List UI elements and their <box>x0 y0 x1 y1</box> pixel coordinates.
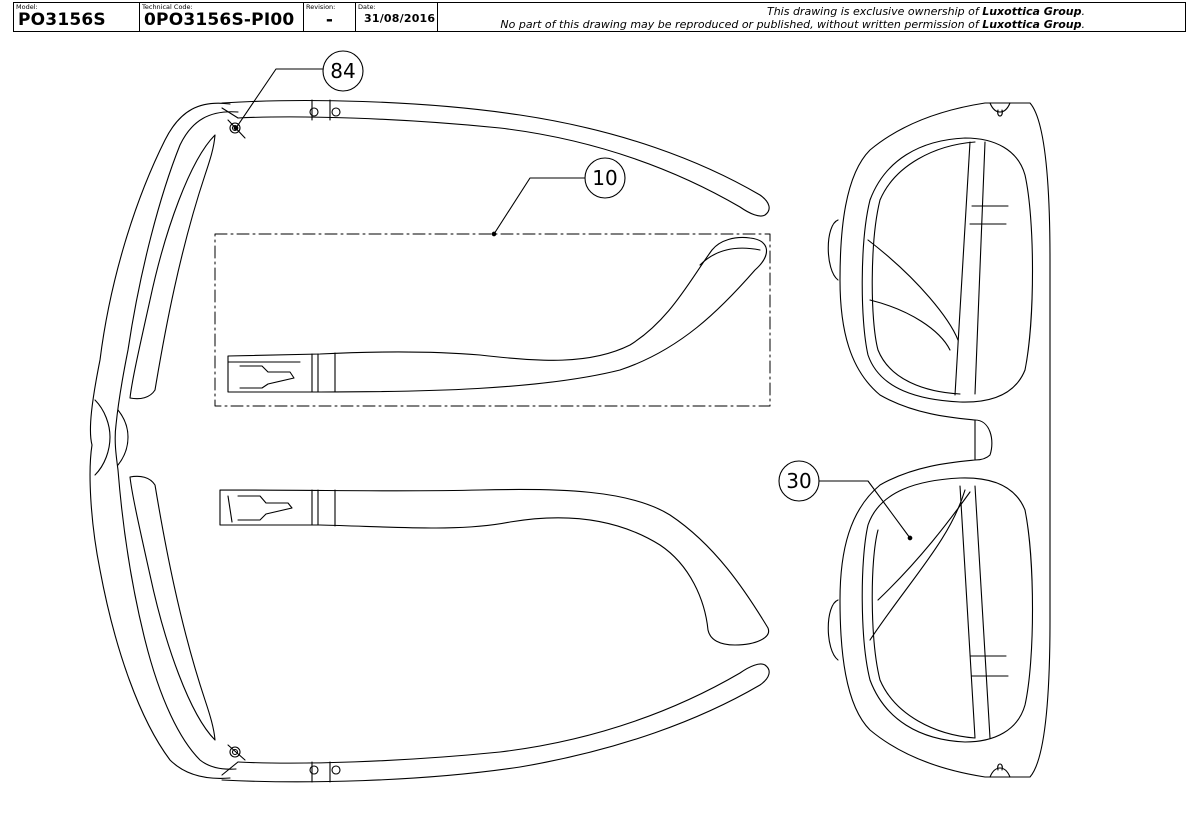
ownership-notice: This drawing is exclusive ownership of L… <box>438 3 1185 31</box>
notice-line-2: No part of this drawing may be reproduce… <box>500 18 1085 31</box>
date-label: Date: <box>358 3 376 11</box>
notice-line-1: This drawing is exclusive ownership of L… <box>766 5 1085 18</box>
title-block: Model: PO3156S Technical Code: 0PO3156S-… <box>13 2 1186 32</box>
model-label: Model: <box>16 3 38 11</box>
temple-side-view <box>219 488 770 646</box>
technical-code-label: Technical Code: <box>142 3 193 11</box>
revision-label: Revision: <box>306 3 336 11</box>
date-cell: Date: 31/08/2016 <box>356 3 438 31</box>
top-view-frame <box>89 99 770 783</box>
callout-30-label: 30 <box>786 469 811 493</box>
model-cell: Model: PO3156S <box>14 3 140 31</box>
technical-code-cell: Technical Code: 0PO3156S-PI00 <box>140 3 304 31</box>
company-name: Luxottica Group <box>982 5 1082 18</box>
model-value: PO3156S <box>18 10 106 30</box>
revision-value: - <box>325 10 334 30</box>
company-name: Luxottica Group <box>982 18 1082 31</box>
revision-cell: Revision: - <box>304 3 356 31</box>
callout-10: 10 <box>491 157 626 237</box>
temple-detail <box>214 233 771 407</box>
callout-30: 30 <box>778 460 913 541</box>
callout-10-label: 10 <box>592 166 617 190</box>
callout-84-label: 84 <box>330 59 355 83</box>
date-value: 31/08/2016 <box>364 12 436 25</box>
callout-84: 84 <box>233 50 364 131</box>
front-view <box>827 102 1051 778</box>
technical-code-value: 0PO3156S-PI00 <box>144 10 295 30</box>
